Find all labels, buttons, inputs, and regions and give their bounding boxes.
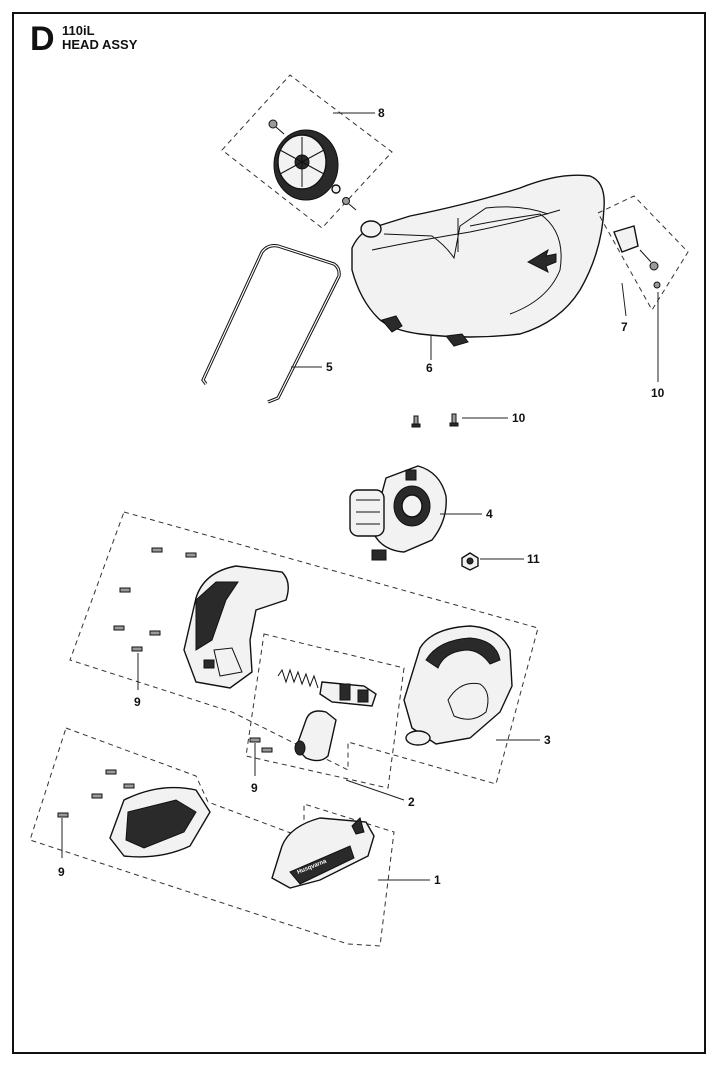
leader-2 <box>345 779 405 801</box>
housing-kit-boundary <box>69 511 539 785</box>
callout-7: 7 <box>621 320 628 334</box>
handle-screws <box>57 769 135 818</box>
bracket-kit-group: 7 10 <box>597 195 689 400</box>
trigger-part <box>319 681 377 707</box>
switch-kit-group: 9 2 <box>245 633 415 809</box>
bracket-part <box>613 225 659 271</box>
wheel-screw <box>268 119 285 135</box>
callout-8: 8 <box>378 106 385 120</box>
callout-9-lower: 9 <box>58 865 65 879</box>
housing-kit-group: 9 3 <box>69 511 551 785</box>
callout-3: 3 <box>544 733 551 747</box>
battery-receptacle-part <box>294 710 337 762</box>
guard-screws: 10 <box>411 411 526 428</box>
callout-4: 4 <box>486 507 493 521</box>
wheel-kit-group: 8 <box>221 74 393 229</box>
section-letter: D <box>30 20 55 58</box>
assembly-title: HEAD ASSY <box>62 37 138 52</box>
callout-11: 11 <box>527 552 540 566</box>
handle-cover-part: Husqvarna <box>271 817 375 889</box>
switch-kit-boundary <box>245 633 405 789</box>
motor-part: 4 <box>349 465 493 561</box>
handle-inner-part <box>109 786 211 858</box>
wheel-part <box>273 129 339 201</box>
housing-screws <box>113 547 197 652</box>
wire-guard-part: 5 <box>201 244 341 404</box>
bracket-kit-boundary <box>597 195 689 311</box>
spring-part <box>277 668 319 689</box>
left-housing-half <box>183 565 289 689</box>
right-housing-half <box>403 625 513 746</box>
handle-kit-group: Husqvarna 9 1 <box>29 727 441 947</box>
diagram-frame <box>12 12 706 1054</box>
wheel-washer <box>331 184 357 211</box>
callout-10-bottom: 10 <box>512 411 526 425</box>
handle-kit-boundary <box>29 727 395 947</box>
wheel-kit-boundary <box>221 74 393 229</box>
callout-10-right: 10 <box>651 386 665 400</box>
callout-2: 2 <box>408 795 415 809</box>
callout-1: 1 <box>434 873 441 887</box>
callout-5: 5 <box>326 360 333 374</box>
callout-9-middle: 9 <box>251 781 258 795</box>
nut-part: 11 <box>461 552 540 571</box>
callout-9-upper: 9 <box>134 695 141 709</box>
bracket-screw <box>653 281 661 289</box>
guard-part: 6 <box>351 174 605 375</box>
leader-7 <box>621 282 627 317</box>
callout-6: 6 <box>426 361 433 375</box>
switch-screws <box>249 737 273 753</box>
model-name: 110iL <box>62 23 95 38</box>
